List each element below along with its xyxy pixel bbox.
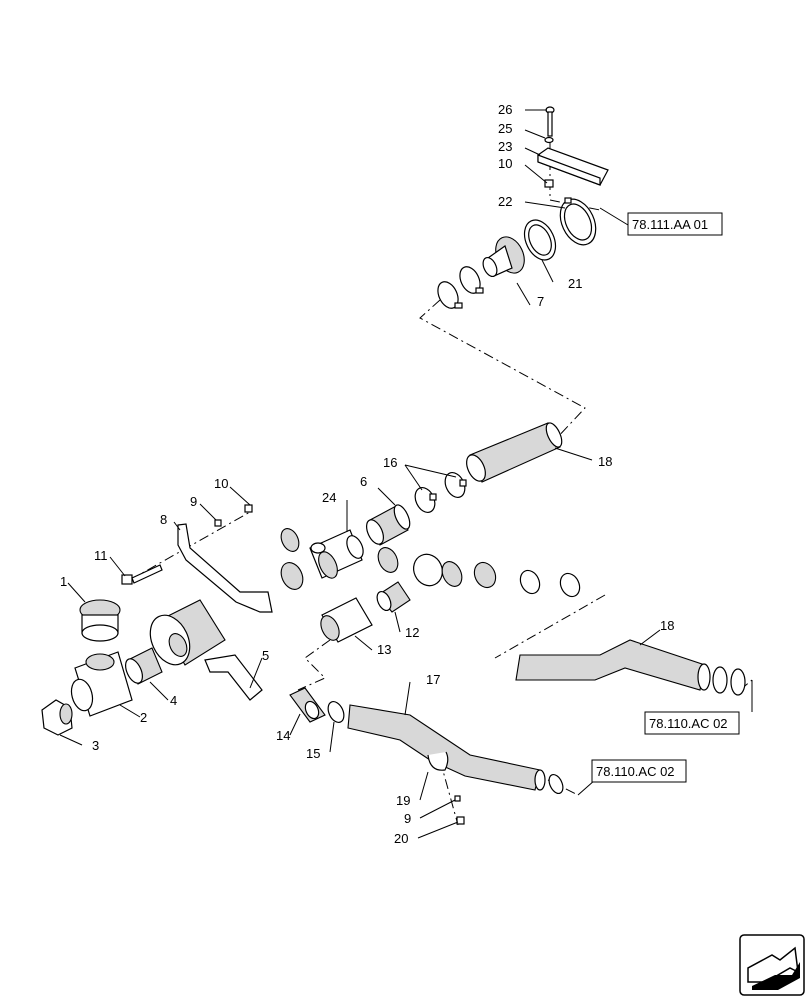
coupling-13 — [320, 597, 373, 643]
ref-box-bottom[interactable]: 78.110.AC 02 — [591, 759, 687, 783]
fitting-7 — [482, 236, 525, 278]
clamp-15 — [327, 701, 345, 723]
ref-right-label: 78.110.AC 02 — [649, 716, 728, 731]
centerline-left — [297, 639, 331, 691]
washer-25 — [544, 136, 554, 144]
next-page-arrow-icon[interactable] — [739, 934, 805, 996]
hose-18-end — [697, 663, 711, 691]
callout-24: 24 — [322, 490, 336, 505]
hose-18-lower — [515, 639, 706, 691]
callout-10-top: 10 — [498, 156, 512, 171]
centerline-top — [549, 120, 601, 211]
callout-16: 16 — [383, 455, 397, 470]
callout-22: 22 — [498, 194, 512, 209]
callout-1: 1 — [60, 574, 67, 589]
hose-17 — [347, 704, 541, 791]
elbow-14 — [289, 687, 326, 723]
callout-9-lower: 9 — [404, 811, 411, 826]
callout-15: 15 — [306, 746, 320, 761]
nut-20 — [456, 816, 465, 825]
hose-18-upper — [466, 422, 563, 483]
callout-11: 11 — [94, 548, 108, 563]
callout-23: 23 — [498, 139, 512, 154]
nut-10-top — [544, 179, 554, 188]
callout-8: 8 — [160, 512, 167, 527]
tee-2 — [70, 651, 133, 717]
hose-17-clamp — [548, 773, 564, 795]
clamp-ring-22 — [559, 197, 597, 246]
fittings-row — [280, 528, 581, 598]
centerline-lower — [494, 594, 606, 659]
callout-18-lower: 18 — [660, 618, 674, 633]
callout-7: 7 — [537, 294, 544, 309]
fastener-9-upper — [214, 519, 222, 527]
clamp-19 — [427, 751, 449, 771]
bolt-26 — [545, 106, 555, 137]
callout-2: 2 — [140, 710, 147, 725]
fitting-6 — [366, 504, 411, 546]
hose-17-end — [534, 769, 546, 791]
bracket-8 — [177, 523, 273, 613]
callout-26: 26 — [498, 102, 512, 117]
elbow-12 — [376, 581, 411, 613]
ref-box-right[interactable]: 78.110.AC 02 — [644, 711, 740, 735]
valve-5 — [149, 599, 263, 701]
clamps-right — [712, 666, 746, 696]
callout-6: 6 — [360, 474, 367, 489]
centerline-upper — [419, 299, 586, 441]
cap-1 — [79, 599, 121, 642]
callout-25: 25 — [498, 121, 512, 136]
clamps-16 — [414, 472, 467, 513]
bolt-11 — [121, 564, 163, 585]
callout-12: 12 — [405, 625, 419, 640]
callout-5: 5 — [262, 648, 269, 663]
callout-21: 21 — [568, 276, 582, 291]
ref-bottom-label: 78.110.AC 02 — [596, 764, 675, 779]
callout-14: 14 — [276, 728, 290, 743]
callout-19: 19 — [396, 793, 410, 808]
callout-9-upper: 9 — [190, 494, 197, 509]
nipple-4 — [125, 647, 163, 685]
hose-clamps-upper — [437, 266, 484, 309]
callout-4: 4 — [170, 693, 177, 708]
nut-10-mid — [244, 504, 253, 513]
plug-3 — [41, 699, 73, 736]
callout-20: 20 — [394, 831, 408, 846]
callout-3: 3 — [92, 738, 99, 753]
callout-17: 17 — [426, 672, 440, 687]
tee-24 — [309, 529, 364, 579]
callout-13: 13 — [377, 642, 391, 657]
callout-18-upper: 18 — [598, 454, 612, 469]
washer-9-lower — [454, 795, 461, 802]
callout-10-mid: 10 — [214, 476, 228, 491]
ref-top-label: 78.111.AA 01 — [632, 217, 708, 232]
leader-lines — [59, 109, 753, 839]
callouts: 26 25 23 10 22 21 7 18 16 6 24 10 9 8 11… — [60, 102, 674, 846]
ref-box-top[interactable]: 78.111.AA 01 — [627, 212, 723, 236]
